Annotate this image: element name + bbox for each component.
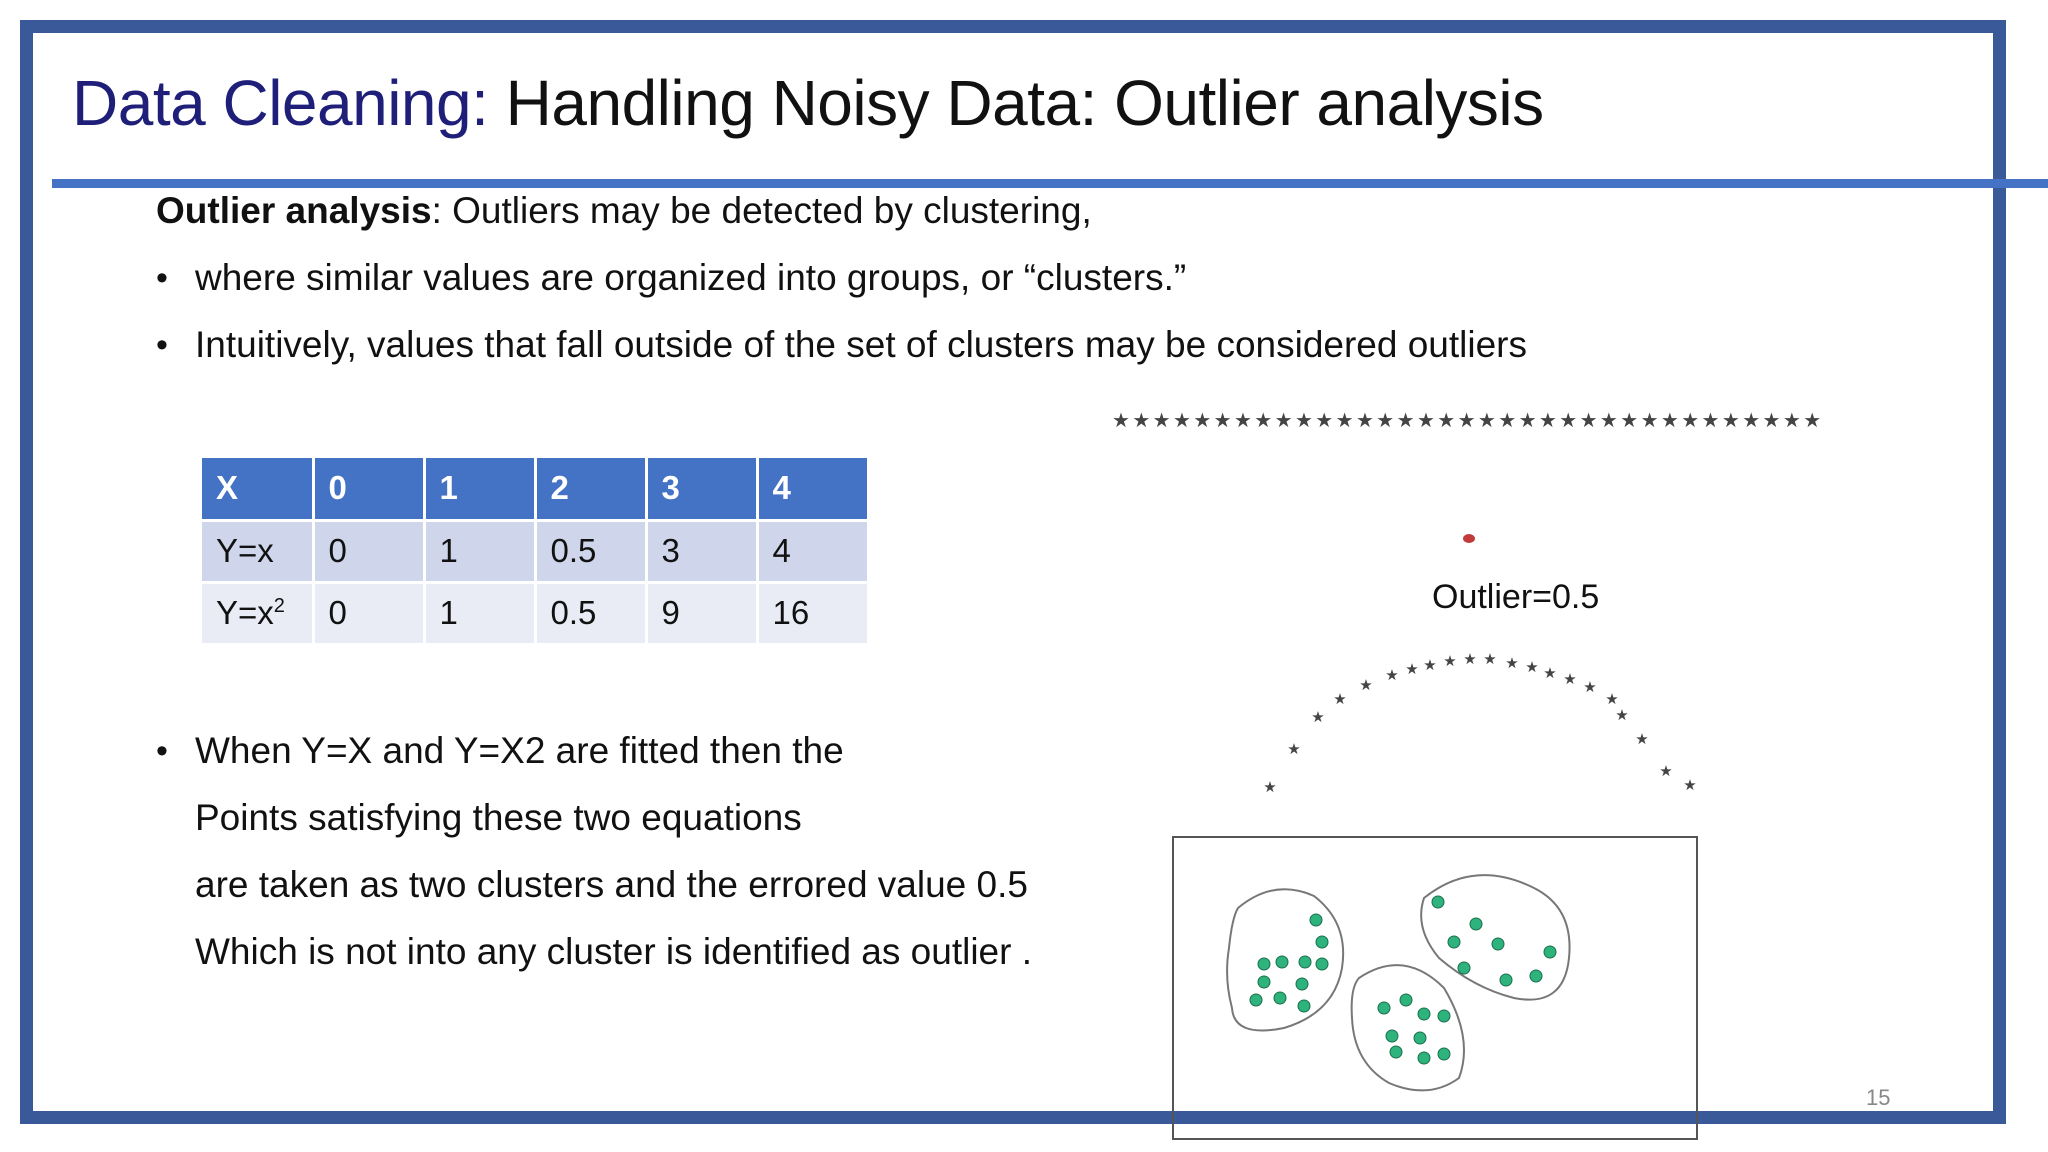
svg-text:★: ★ bbox=[1405, 660, 1418, 678]
svg-text:★: ★ bbox=[1605, 690, 1618, 708]
svg-text:★: ★ bbox=[1333, 690, 1346, 708]
row-label-exponent: 2 bbox=[273, 595, 285, 617]
svg-text:★: ★ bbox=[1423, 656, 1436, 674]
title-underline bbox=[52, 179, 2048, 188]
explanation-line-2: Points satisfying these two equations bbox=[195, 797, 802, 838]
svg-text:★: ★ bbox=[1385, 666, 1398, 684]
table-cell: 0 bbox=[313, 582, 426, 646]
title-main: Handling Noisy Data: Outlier analysis bbox=[488, 67, 1544, 139]
slide-title: Data Cleaning: Handling Noisy Data: Outl… bbox=[72, 66, 1544, 140]
explanation-line-1: When Y=X and Y=X2 are fitted then the bbox=[195, 730, 844, 771]
svg-text:★: ★ bbox=[1483, 650, 1496, 668]
explanation-line-3: are taken as two clusters and the errore… bbox=[195, 864, 1028, 905]
table-cell: 3 bbox=[646, 520, 759, 584]
svg-text:★: ★ bbox=[1463, 650, 1476, 668]
svg-text:★: ★ bbox=[1443, 652, 1456, 670]
intro-bold: Outlier analysis bbox=[156, 190, 432, 231]
table-cell: 0.5 bbox=[535, 520, 648, 584]
svg-text:★: ★ bbox=[1615, 706, 1628, 724]
table-header-cell: 2 bbox=[535, 458, 648, 522]
svg-text:★: ★ bbox=[1311, 708, 1324, 726]
svg-text:★: ★ bbox=[1505, 654, 1518, 672]
table-header-row: X 0 1 2 3 4 bbox=[202, 458, 870, 522]
svg-text:★: ★ bbox=[1683, 776, 1696, 794]
svg-text:★: ★ bbox=[1583, 678, 1596, 696]
bullet-outliers: Intuitively, values that fall outside of… bbox=[195, 324, 1527, 365]
table-cell: 0.5 bbox=[535, 582, 648, 646]
bullet-marker: • bbox=[156, 259, 168, 297]
table-cell: 1 bbox=[424, 520, 537, 584]
table-header-cell: 3 bbox=[646, 458, 759, 522]
bullet-marker: • bbox=[156, 732, 168, 770]
table-header-cell: 0 bbox=[313, 458, 426, 522]
table-row-label: Y=x bbox=[202, 520, 315, 584]
cluster-outline bbox=[1420, 874, 1571, 1001]
svg-text:★: ★ bbox=[1659, 762, 1672, 780]
table-row: Y=x2 0 1 0.5 9 16 bbox=[202, 582, 870, 646]
outlier-point bbox=[1463, 534, 1475, 543]
table-row-label: Y=x2 bbox=[202, 582, 315, 646]
parabola-fit-stars: ★★★ ★★★ ★★★ ★★★ ★★★ ★★★ ★★★ bbox=[1263, 650, 1696, 796]
outlier-label: Outlier=0.5 bbox=[1432, 578, 1600, 616]
table-cell: 16 bbox=[757, 582, 870, 646]
svg-text:★: ★ bbox=[1263, 778, 1276, 796]
title-prefix: Data Cleaning: bbox=[72, 67, 489, 139]
intro-line: Outlier analysis: Outliers may be detect… bbox=[156, 190, 1092, 232]
svg-text:★: ★ bbox=[1525, 658, 1538, 676]
table-cell: 0 bbox=[313, 520, 426, 584]
linear-fit-stars: ★★★★★★★★★★★★★★★★★★★★★★★★★★★★★★★★★★★ bbox=[1112, 410, 1824, 432]
bullet-marker: • bbox=[156, 326, 168, 364]
explanation-line-4: Which is not into any cluster is identif… bbox=[195, 931, 1032, 972]
svg-text:★: ★ bbox=[1543, 664, 1556, 682]
svg-text:★: ★ bbox=[1563, 670, 1576, 688]
cluster-diagram bbox=[1172, 836, 1698, 1140]
svg-text:★: ★ bbox=[1287, 740, 1300, 758]
table-cell: 4 bbox=[757, 520, 870, 584]
table-header-cell: X bbox=[202, 458, 315, 522]
bullet-clusters: where similar values are organized into … bbox=[195, 257, 1187, 298]
table-row: Y=x 0 1 0.5 3 4 bbox=[202, 520, 870, 584]
svg-text:★: ★ bbox=[1359, 676, 1372, 694]
cluster-illustration bbox=[1226, 874, 1571, 1092]
cluster-outline bbox=[1226, 888, 1345, 1032]
slide-number: 15 bbox=[1866, 1085, 1891, 1110]
table-cell: 1 bbox=[424, 582, 537, 646]
row-label-base: Y=x bbox=[216, 594, 274, 631]
svg-text:★: ★ bbox=[1635, 730, 1648, 748]
table-cell: 9 bbox=[646, 582, 759, 646]
intro-rest: : Outliers may be detected by clustering… bbox=[431, 190, 1092, 231]
table-header-cell: 4 bbox=[757, 458, 870, 522]
xy-table: X 0 1 2 3 4 Y=x 0 1 0.5 3 4 Y=x2 0 1 0.5… bbox=[202, 458, 870, 646]
cluster-outline bbox=[1350, 964, 1465, 1092]
table-header-cell: 1 bbox=[424, 458, 537, 522]
